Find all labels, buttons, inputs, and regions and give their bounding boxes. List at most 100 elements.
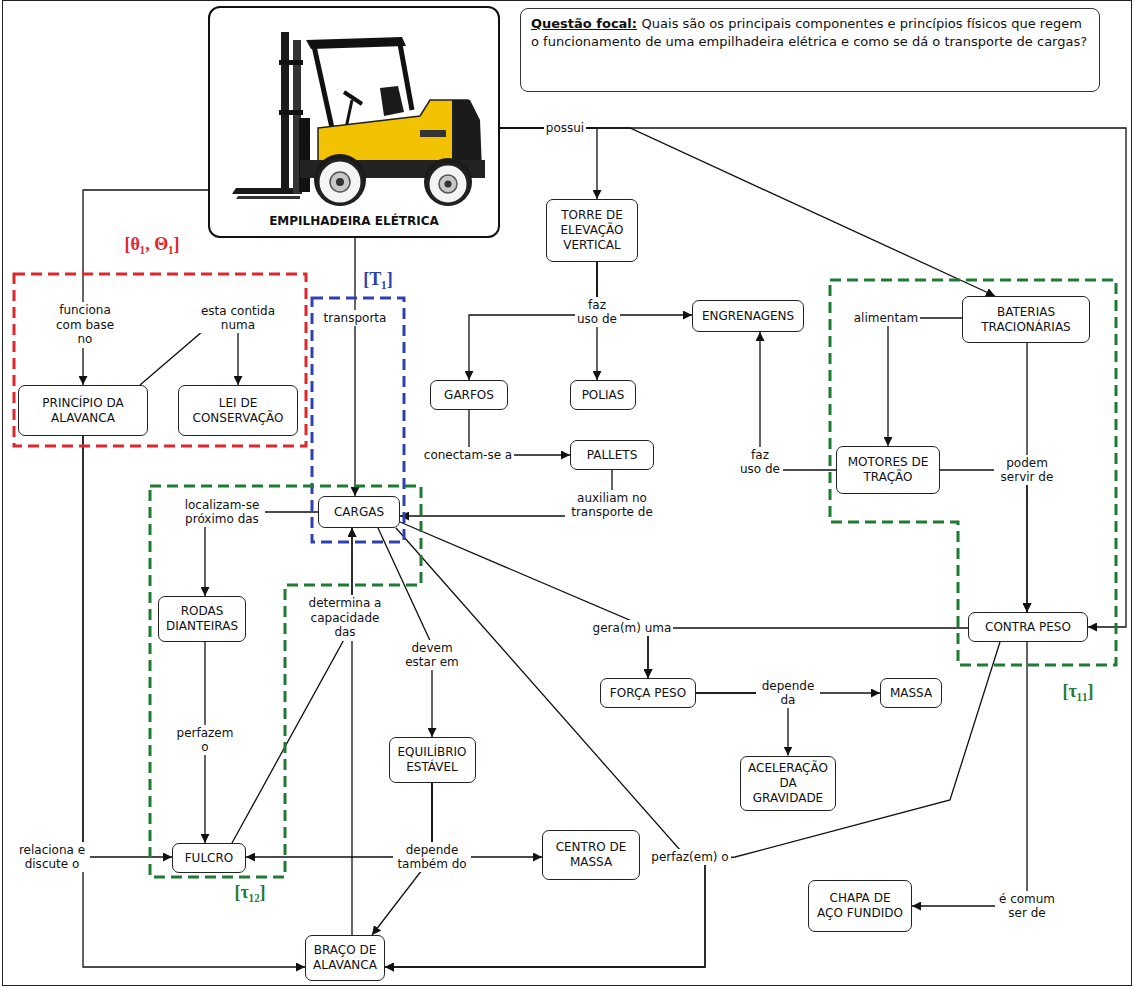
dashed-region: [τ₁₂]RODAS DIANTEIRASFULCRO	[148, 484, 423, 879]
connector-arrow	[500, 128, 1126, 627]
concept-box: BATERIAS TRACIONÁRIAS	[962, 296, 1090, 343]
link-phrase: perfazem o	[171, 725, 239, 756]
concept-box: FULCRO	[172, 843, 246, 873]
concept-label: POLIAS	[577, 388, 629, 403]
question-heading: Questão focal:	[531, 16, 637, 31]
wheel-rim	[330, 172, 350, 192]
region-outline	[148, 484, 423, 879]
concept-label: FULCRO	[179, 851, 239, 866]
connector-arrow	[83, 436, 305, 967]
forklift-box: EMPILHADEIRA ELÉTRICA	[208, 6, 500, 238]
link-phrase: gera(m) uma	[591, 620, 674, 636]
link-phrase: perfaz(em) o	[649, 849, 730, 865]
forklift	[232, 32, 485, 206]
link-phrase: esta contida numa	[194, 303, 282, 334]
concept-box: PRINCÍPIO DA ALAVANCA	[18, 385, 148, 436]
guard-post	[314, 46, 332, 128]
mast-crossbar	[279, 60, 303, 65]
concept-box: RODAS DIANTEIRAS	[158, 596, 246, 642]
rear-wheel	[428, 164, 468, 204]
dashed-outline	[312, 298, 404, 542]
link-phrase: faz uso de	[575, 297, 620, 328]
question-text-block: Questão focal:Quais são os principais co…	[531, 15, 1089, 50]
concept-label: GARFOS	[437, 388, 501, 403]
guard-post	[400, 44, 412, 110]
connector-arrow	[500, 128, 995, 296]
concept-box: CHAPA DE AÇO FUNDIDO	[808, 880, 912, 932]
concept-box: CARGAS	[318, 496, 400, 528]
brand-mark	[420, 130, 446, 137]
link-phrase: faz uso de	[738, 447, 783, 478]
concept-label: PALLETS	[577, 448, 647, 463]
concept-label: ENGRENAGENS	[699, 309, 797, 324]
connector-arrow	[140, 325, 238, 385]
concept-box: POLIAS	[570, 380, 636, 410]
concept-box: ACELERAÇÃO DA GRAVIDADE	[740, 756, 836, 811]
fork	[232, 188, 302, 194]
link-phrase: transporta	[322, 310, 389, 326]
focal-question-box: Questão focal:Quais são os principais co…	[520, 8, 1100, 92]
concept-box: CONTRA PESO	[968, 612, 1088, 642]
forklift-title: EMPILHADEIRA ELÉTRICA	[216, 214, 492, 228]
wheel-hub	[336, 178, 344, 186]
concept-box: GARFOS	[430, 380, 508, 410]
link-phrase: determina a capacidade das	[304, 595, 386, 640]
dashed-outline	[150, 486, 421, 877]
connectors	[83, 128, 1126, 967]
concept-label: TORRE DE ELEVAÇÃO VERTICAL	[553, 208, 631, 253]
connector-arrow	[232, 528, 352, 843]
link-phrase: alimentam	[852, 310, 920, 326]
concept-label: PRINCÍPIO DA ALAVANCA	[25, 396, 141, 426]
concept-label: EQUILÍBRIO ESTÁVEL	[396, 745, 469, 775]
dashed-outline	[830, 280, 1116, 665]
counterweight	[452, 100, 482, 170]
connector-arrow	[385, 528, 705, 967]
concept-box: MOTORES DE TRAÇÃO	[836, 446, 940, 494]
concept-box: MASSA	[880, 678, 942, 708]
region-label: [τ₁₂]	[234, 883, 265, 903]
link-phrase: auxiliam no transporte de	[565, 490, 659, 521]
connector-arrow	[400, 522, 648, 678]
link-phrase: é comum ser de	[995, 891, 1059, 922]
concept-label: CARGAS	[325, 505, 393, 520]
mast-crossbar	[279, 110, 303, 115]
link-phrase: depende também do	[393, 842, 471, 873]
link-phrase: relaciona e discute o	[14, 842, 90, 873]
figure-frame	[3, 1, 1132, 986]
connector-arrow	[648, 628, 968, 678]
region-label: [θ₁, Θ₁]	[124, 235, 179, 255]
link-phrase: localizam-se próximo das	[179, 497, 265, 528]
concept-label: LEI DE CONSERVAÇÃO	[185, 396, 291, 426]
concept-label: CENTRO DE MASSA	[549, 840, 633, 870]
fork	[236, 196, 300, 199]
connector-arrow	[83, 190, 208, 385]
wheel-arch	[314, 154, 366, 206]
connector-arrow	[500, 128, 597, 199]
connector-arrow	[940, 470, 1027, 612]
concept-box: BRAÇO DE ALAVANCA	[305, 935, 385, 981]
link-phrase: possui	[544, 120, 586, 136]
connector-arrow	[385, 642, 1000, 967]
concept-box: FORÇA PESO	[600, 678, 696, 708]
concept-label: CONTRA PESO	[975, 620, 1081, 635]
concept-label: FORÇA PESO	[607, 686, 689, 701]
link-phrase: depende da	[756, 678, 820, 709]
link-phrase: conectam-se a	[422, 447, 514, 463]
concept-label: ACELERAÇÃO DA GRAVIDADE	[747, 761, 829, 806]
overhead-guard	[306, 37, 406, 49]
concept-label: MASSA	[887, 686, 935, 701]
connector-arrow	[351, 528, 352, 935]
concept-label: BATERIAS TRACIONÁRIAS	[969, 305, 1083, 335]
connector-arrow	[83, 436, 172, 857]
concept-box: EQUILÍBRIO ESTÁVEL	[389, 737, 476, 783]
carriage	[299, 118, 310, 192]
link-phrase: funciona com base no	[50, 302, 120, 347]
seat	[380, 86, 404, 116]
concept-box: PALLETS	[570, 440, 654, 470]
dashed-region: [T₁]CARGAS	[310, 296, 406, 544]
concept-label: BRAÇO DE ALAVANCA	[312, 943, 378, 973]
link-phrase: devem estar em	[400, 640, 464, 671]
concept-box: CENTRO DE MASSA	[542, 830, 640, 880]
region-label: [τ₁₁]	[1062, 682, 1093, 702]
